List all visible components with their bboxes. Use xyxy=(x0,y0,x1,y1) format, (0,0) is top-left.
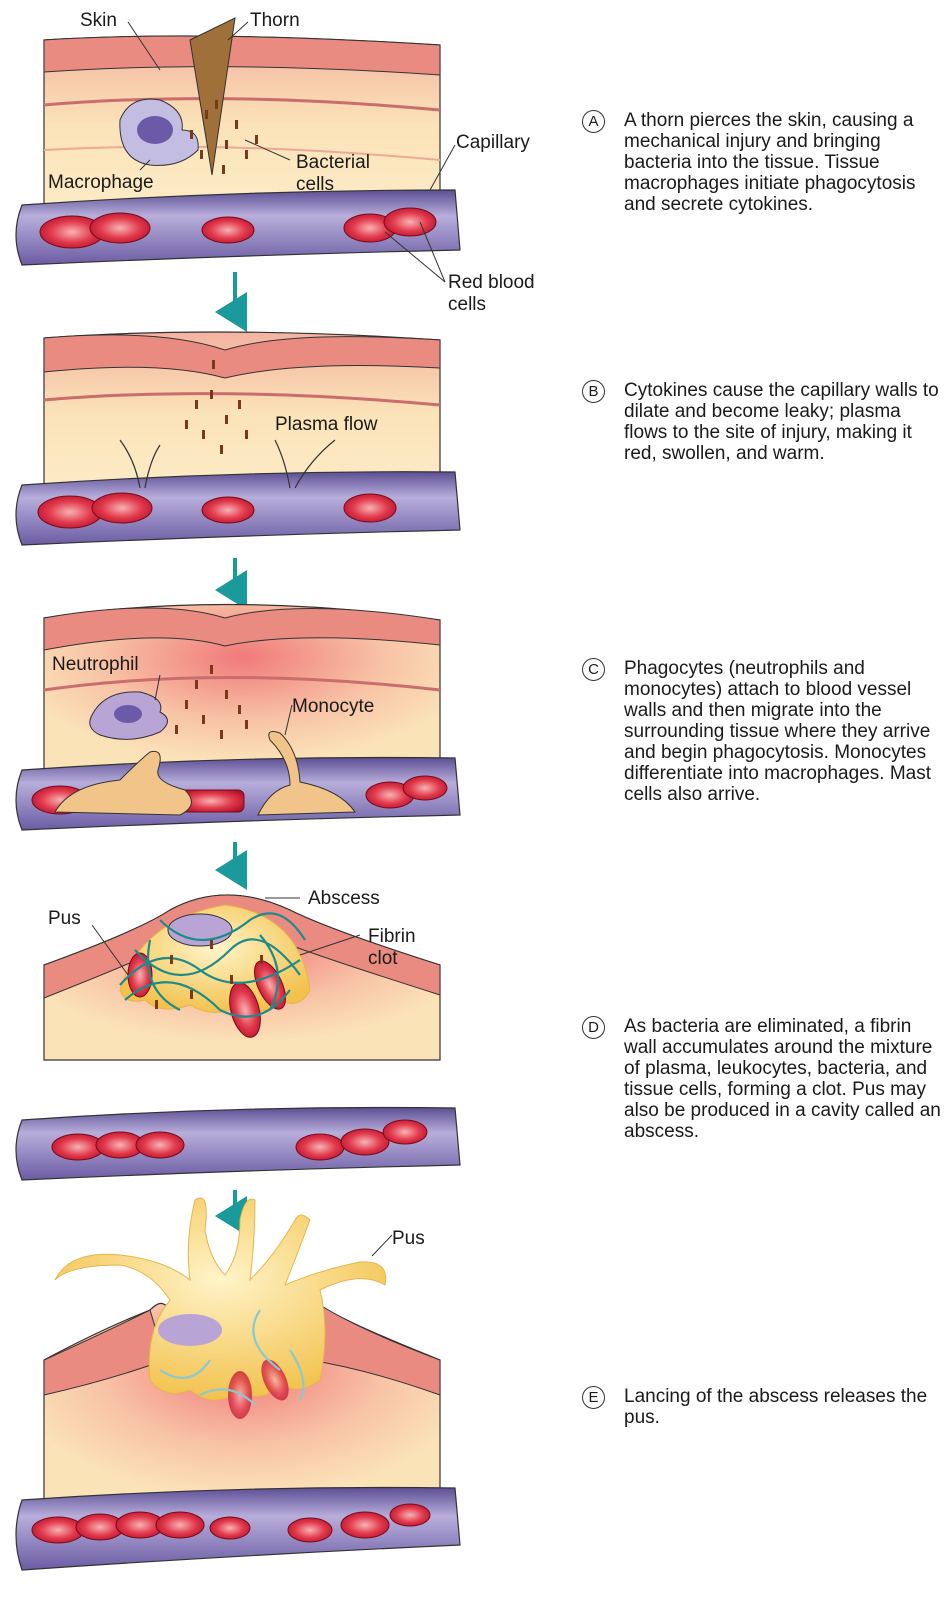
step-c-text: Phagocytes (neutrophils and monocytes) a… xyxy=(624,658,946,805)
step-d-text: As bacteria are eliminated, a fibrin wal… xyxy=(624,1016,946,1142)
panel-b: Plasma flow xyxy=(16,332,460,545)
plasma-flow-label: Plasma flow xyxy=(275,414,378,435)
step-a-text: A thorn pierces the skin, causing a mech… xyxy=(624,110,946,215)
step-a-badge: A xyxy=(582,110,605,133)
panel-c: Neutrophil Monocyte xyxy=(16,604,460,830)
abscess-label: Abscess xyxy=(308,888,380,909)
bacterial-cells-label-2: cells xyxy=(296,174,334,195)
macrophage-label: Macrophage xyxy=(48,172,154,193)
panel-e: Pus xyxy=(16,1198,460,1570)
panel-a: Skin Thorn Capillary Macrophage Bacteria… xyxy=(16,10,535,315)
pus-label-d: Pus xyxy=(48,908,81,929)
neutrophil-label: Neutrophil xyxy=(52,654,139,675)
step-e-text: Lancing of the abscess releases the pus. xyxy=(624,1386,946,1428)
skin-label: Skin xyxy=(80,10,117,31)
step-c-badge: C xyxy=(582,658,605,681)
red-blood-cells-label-1: Red blood xyxy=(448,272,535,293)
step-b-text: Cytokines cause the capillary walls to d… xyxy=(624,380,946,464)
monocyte-label: Monocyte xyxy=(292,696,374,717)
panel-d: Abscess Pus Fibrin clot xyxy=(16,888,460,1180)
thorn-label: Thorn xyxy=(250,10,300,31)
step-d-badge: D xyxy=(582,1016,605,1039)
fibrin-clot-label-2: clot xyxy=(368,948,398,969)
red-blood-cells-label-2: cells xyxy=(448,294,486,315)
capillary-label: Capillary xyxy=(456,132,530,153)
fibrin-clot-label-1: Fibrin xyxy=(368,926,416,947)
pus-label-e: Pus xyxy=(392,1228,425,1249)
bacterial-cells-label-1: Bacterial xyxy=(296,152,370,173)
step-e-badge: E xyxy=(582,1386,605,1409)
step-b-badge: B xyxy=(582,380,605,403)
